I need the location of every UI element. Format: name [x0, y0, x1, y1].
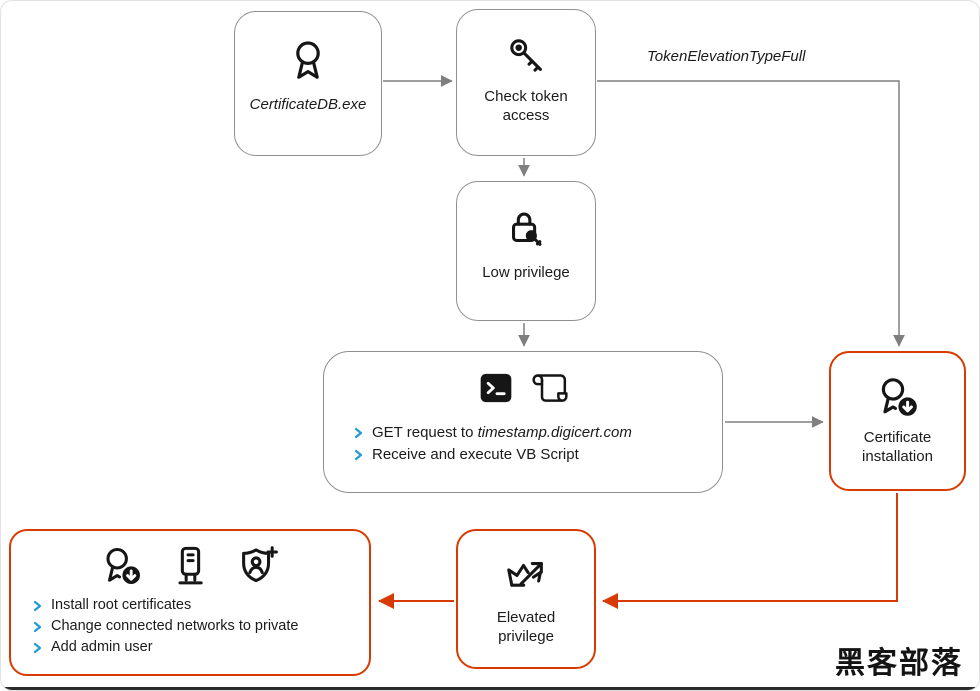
node-label: Certificate installation — [862, 429, 933, 465]
terminal-icon — [480, 373, 512, 403]
list-item: Receive and execute VB Script — [354, 446, 722, 464]
list-item-text: Add admin user — [51, 639, 153, 655]
actions-list: Install root certificates Change connect… — [33, 597, 369, 656]
watermark-text: 黑客部落 — [835, 646, 963, 681]
certificate-ribbon-icon — [296, 41, 320, 79]
arrow-checktoken-to-certinstall — [597, 80, 905, 347]
list-item-prefix: GET request to — [372, 424, 478, 441]
bottom-edge-line — [1, 687, 979, 690]
chevron-bullet-icon — [33, 621, 42, 633]
list-item-text: Receive and execute VB Script — [372, 446, 579, 463]
list-item: Install root certificates — [33, 597, 369, 614]
node-elevated-privilege: Elevated privilege — [456, 529, 596, 669]
lock-key-icon — [512, 212, 542, 246]
certificate-download-icon — [106, 547, 141, 585]
certificate-download-icon — [881, 378, 917, 416]
list-item-text: Change connected networks to private — [51, 618, 299, 634]
node-label: Check token access — [484, 88, 568, 124]
arrow-certinstall-to-elevated — [602, 493, 898, 609]
list-item: Add admin user — [33, 639, 369, 656]
node-low-privilege: Low privilege — [456, 181, 596, 321]
edge-label-token-elevation: TokenElevationTypeFull — [647, 48, 806, 65]
script-scroll-icon — [532, 374, 568, 402]
crown-arrow-icon — [507, 562, 543, 587]
node-label: CertificateDB.exe — [249, 96, 367, 113]
shield-person-add-icon — [242, 546, 278, 583]
chevron-bullet-icon — [33, 600, 42, 612]
list-item-text: GET request to timestamp.digicert.com — [372, 424, 632, 442]
node-payload-script: GET request to timestamp.digicert.com Re… — [323, 351, 723, 493]
node-check-token-access: Check token access — [456, 9, 596, 156]
chevron-bullet-icon — [354, 427, 363, 439]
server-icon — [178, 546, 203, 585]
node-post-exploit-actions: Install root certificates Change connect… — [9, 529, 371, 676]
list-item: GET request to timestamp.digicert.com — [354, 424, 722, 442]
node-certificate-installation: Certificate installation — [829, 351, 966, 491]
payload-icon-row — [324, 368, 722, 408]
list-item: Change connected networks to private — [33, 618, 369, 635]
key-icon — [510, 39, 542, 72]
node-certificatedb: CertificateDB.exe — [234, 11, 382, 156]
chevron-bullet-icon — [354, 449, 363, 461]
actions-icon-row — [11, 543, 369, 589]
node-label: Elevated privilege — [496, 609, 556, 645]
list-item-text: Install root certificates — [51, 597, 192, 613]
node-label: Low privilege — [482, 264, 570, 281]
payload-list: GET request to timestamp.digicert.com Re… — [354, 424, 722, 464]
list-item-domain: timestamp.digicert.com — [477, 424, 632, 441]
chevron-bullet-icon — [33, 642, 42, 654]
